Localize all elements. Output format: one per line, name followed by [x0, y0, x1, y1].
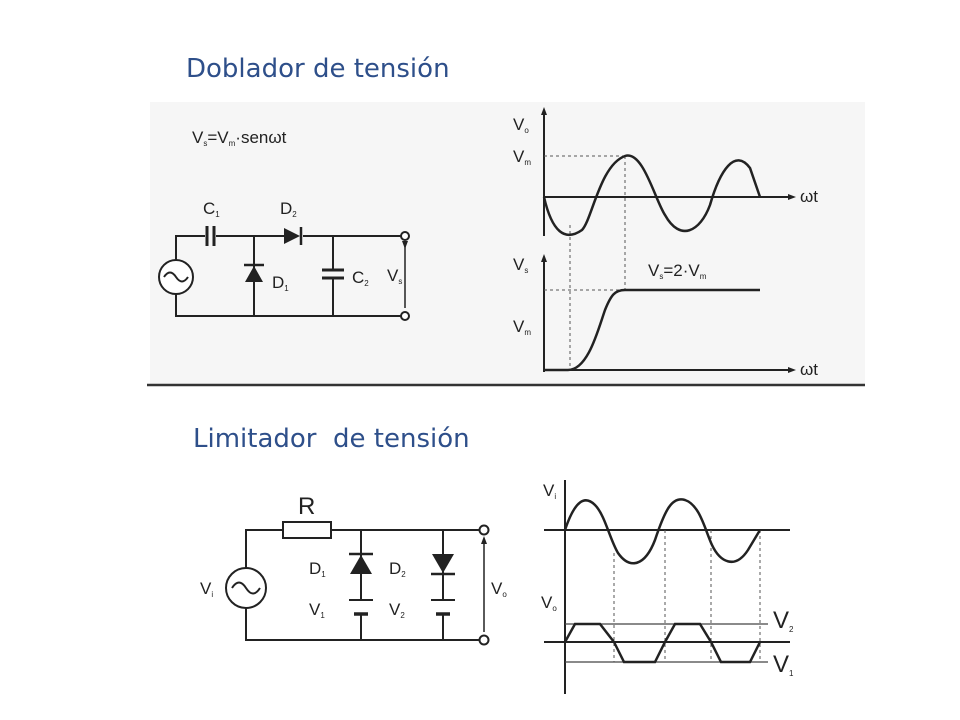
diode-d2-limiter-icon — [432, 554, 454, 573]
label-v1-limiter: V1 — [309, 600, 325, 620]
sine-glyph-icon — [163, 271, 189, 283]
limiter-input-wave — [563, 498, 762, 565]
x-axis-label-top: ωt — [800, 187, 818, 206]
result-equation: Vs=2·Vm — [648, 261, 707, 281]
capacitor-c2-icon — [322, 268, 344, 280]
level-label-v2: V2 — [773, 607, 794, 634]
output-terminal-bottom — [400, 311, 410, 321]
label-d2: D2 — [280, 199, 297, 219]
label-vout: Vs — [387, 266, 402, 286]
label-v2-limiter: V2 — [389, 600, 405, 620]
limiter-figure: R Vi D1 D2 V1 V2 Vo Vi Vo V2 — [200, 480, 794, 694]
resistor-r-icon — [282, 521, 332, 539]
graph-label-vo: Vo — [513, 115, 529, 135]
label-d1: D1 — [272, 273, 289, 293]
label-vi: Vi — [200, 579, 213, 599]
graph-label-vs: Vs — [513, 255, 528, 275]
output-terminal-top — [400, 231, 410, 241]
diode-d1-icon — [245, 266, 263, 282]
limiter-circuit — [245, 529, 481, 641]
x-axis-label-bottom: ωt — [800, 360, 818, 379]
input-sine-wave — [542, 154, 762, 236]
limiter-terminal-top — [478, 524, 490, 536]
graph-label-vi: Vi — [543, 481, 556, 501]
label-vo-limiter: Vo — [491, 579, 507, 599]
doubler-panel — [150, 102, 865, 384]
output-charge-curve — [544, 288, 760, 372]
battery-v2-icon — [431, 599, 455, 616]
label-d2-limiter: D2 — [389, 559, 406, 579]
limiter-output-wave — [563, 622, 762, 664]
capacitor-c1-icon — [205, 226, 216, 246]
label-c1: C1 — [203, 199, 220, 219]
limiter-title: Limitador de tensión — [193, 424, 470, 454]
doubler-circuit — [175, 235, 403, 317]
label-r: R — [298, 493, 315, 520]
battery-v1-icon — [349, 599, 373, 616]
level-label-v1: V1 — [773, 651, 794, 678]
doubler-title: Doblador de tensión — [186, 54, 450, 84]
label-c2: C2 — [352, 268, 369, 288]
label-d1-limiter: D1 — [309, 559, 326, 579]
equation-text: Vs=Vm·senωt — [192, 128, 287, 148]
graph-label-vm-top: Vm — [513, 147, 531, 167]
doubler-figure: Vs=Vm·senωt — [147, 102, 865, 387]
doubler-graph-axes — [541, 107, 796, 373]
diode-d1-limiter-icon — [350, 555, 372, 574]
graph-label-vm-bottom: Vm — [513, 317, 531, 337]
graph-label-vo-limiter: Vo — [541, 593, 557, 613]
limiter-graph-axes — [544, 480, 790, 694]
doubler-guides — [544, 155, 626, 370]
limiter-terminal-bottom — [478, 634, 490, 646]
diode-d2-icon — [284, 228, 300, 244]
sine-glyph-limiter-icon — [231, 581, 261, 595]
